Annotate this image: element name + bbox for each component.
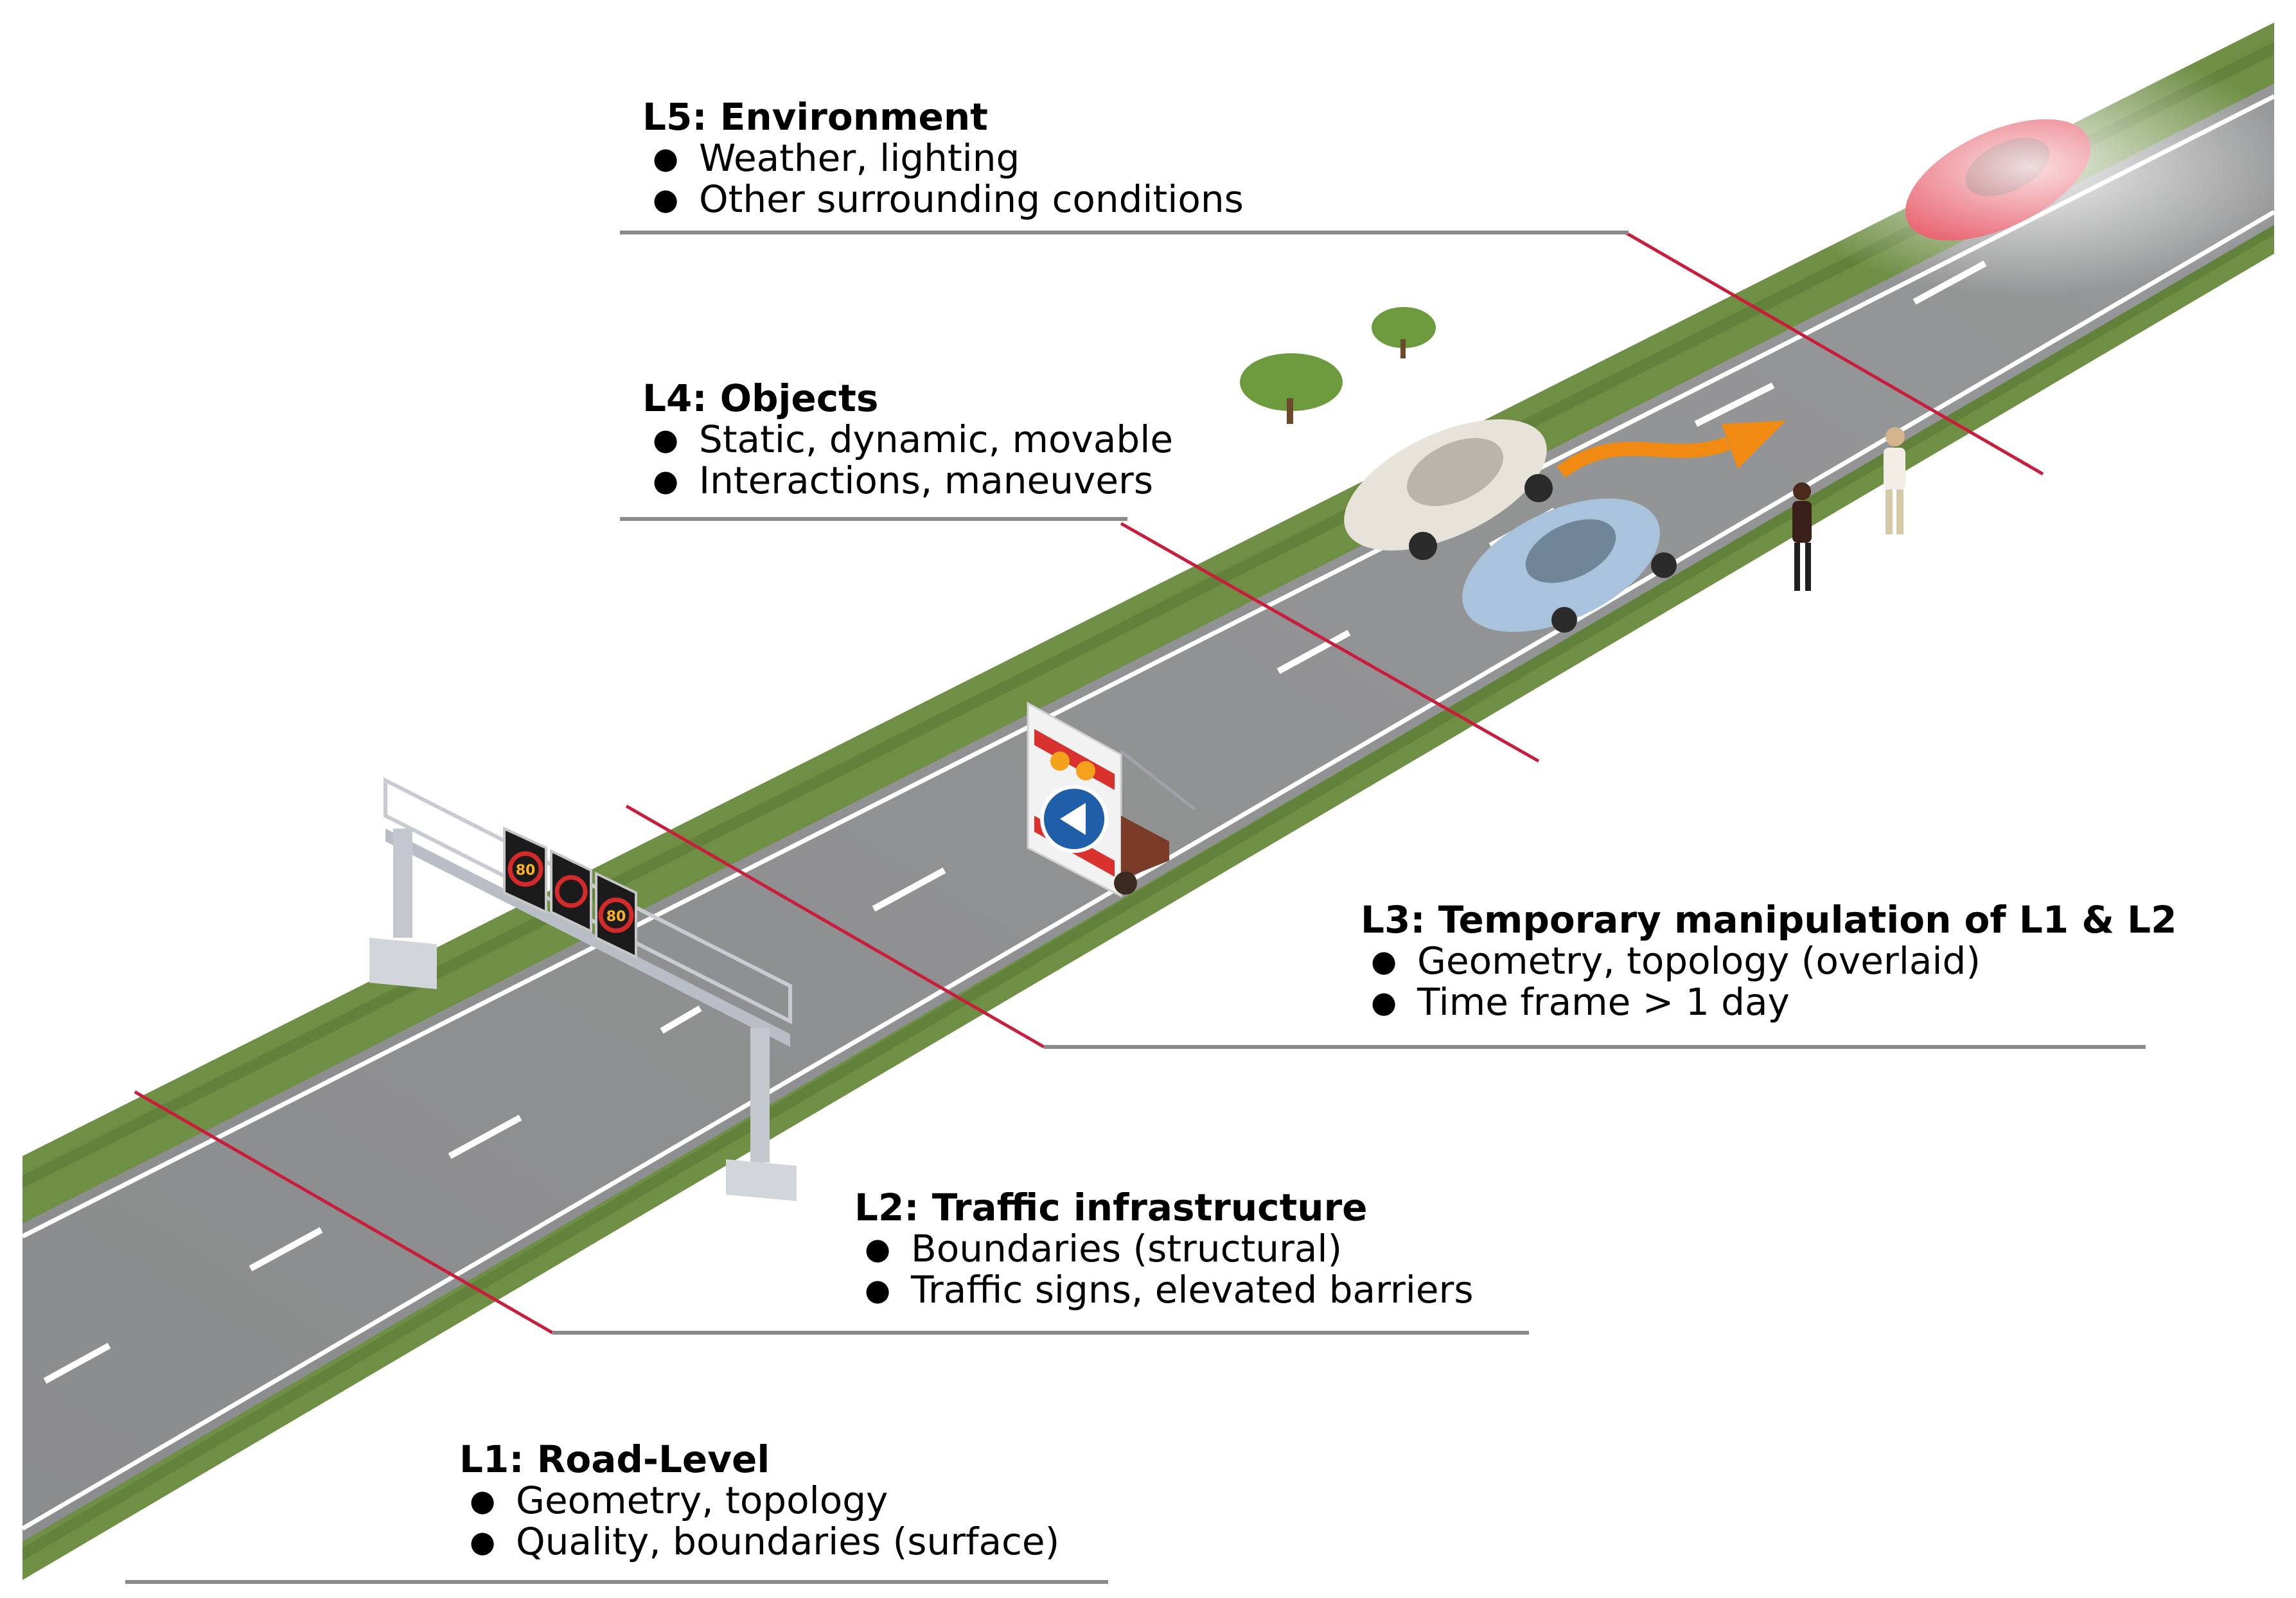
layer-l1-bullet: Geometry, topology	[459, 1480, 1059, 1521]
layer-l3-title: L3: Temporary manipulation of L1 & L2	[1361, 898, 2177, 942]
car-blue-hatchback	[1462, 498, 1677, 633]
layer-l4-bullets: Static, dynamic, movable Interactions, m…	[642, 419, 1173, 501]
layer-l3-label: L3: Temporary manipulation of L1 & L2 Ge…	[1361, 899, 2177, 1023]
layer-l2-bullet: Boundaries (structural)	[854, 1228, 1474, 1269]
layer-l5-bullet: Weather, lighting	[642, 137, 1244, 179]
section-dividers	[134, 231, 2044, 1335]
layer-l3-bullet: Geometry, topology (overlaid)	[1361, 940, 2177, 981]
maneuver-arrow	[1557, 421, 1786, 478]
layer-l2-bullets: Boundaries (structural) Traffic signs, e…	[854, 1228, 1474, 1310]
road-surface	[21, 83, 2275, 1541]
sign-speed-1: 80	[516, 863, 536, 879]
layer-l2-title: L2: Traffic infrastructure	[854, 1186, 1368, 1229]
layer-l1-bullets: Geometry, topology Quality, boundaries (…	[459, 1480, 1059, 1562]
layer-l1-label: L1: Road-Level Geometry, topology Qualit…	[459, 1439, 1059, 1562]
layer-l5-bullet: Other surrounding conditions	[642, 179, 1244, 220]
layer-l4-title: L4: Objects	[642, 376, 879, 420]
gantry-signs	[503, 826, 637, 960]
pedestrian-right	[1884, 427, 1905, 534]
sign-gantry	[369, 777, 797, 1201]
layer-l2-label: L2: Traffic infrastructure Boundaries (s…	[854, 1187, 1474, 1310]
layer-l3-bullets: Geometry, topology (overlaid) Time frame…	[1361, 940, 2177, 1023]
car-white-sedan	[1344, 419, 1553, 560]
layer-l1-title: L1: Road-Level	[459, 1437, 770, 1481]
leader-lines	[125, 231, 2146, 1584]
sign-speed-2: 80	[606, 909, 626, 925]
layer-l4-label: L4: Objects Static, dynamic, movable Int…	[642, 378, 1173, 501]
layer-l2-bullet: Traffic signs, elevated barriers	[854, 1269, 1474, 1310]
pedestrian-left	[1792, 482, 1812, 591]
layer-l5-title: L5: Environment	[642, 95, 988, 139]
car-red-sports	[1760, 39, 2296, 295]
trees	[1240, 307, 1436, 424]
layer-l4-bullet: Static, dynamic, movable	[642, 419, 1173, 460]
layer-l4-bullet: Interactions, maneuvers	[642, 460, 1173, 501]
layer-l5-bullets: Weather, lighting Other surrounding cond…	[642, 137, 1244, 220]
layer-l1-bullet: Quality, boundaries (surface)	[459, 1521, 1059, 1562]
roadwork-trailer	[1027, 701, 1196, 898]
layer-l3-bullet: Time frame > 1 day	[1361, 981, 2177, 1023]
layer-l5-label: L5: Environment Weather, lighting Other …	[642, 96, 1244, 220]
